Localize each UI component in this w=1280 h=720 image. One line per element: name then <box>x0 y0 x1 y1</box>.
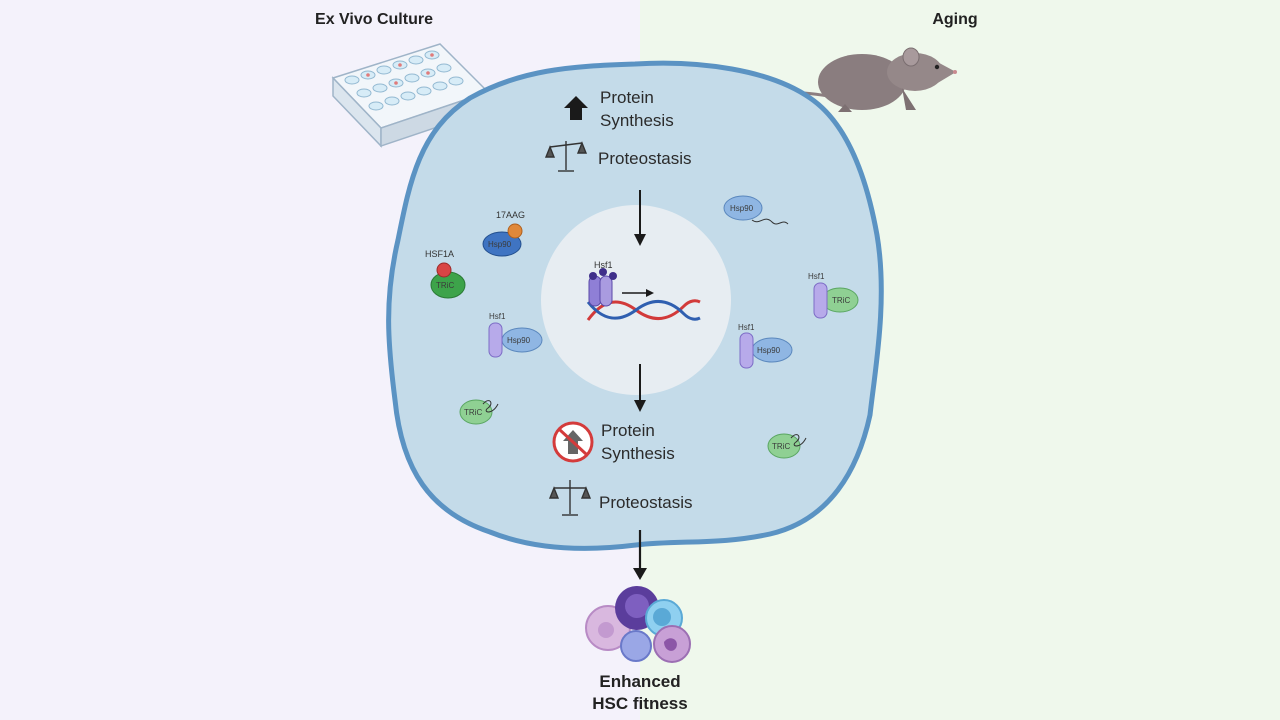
arrow-nucleus-to-bottom <box>634 364 646 412</box>
hsp90-17aag-complex: 17AAG Hsp90 <box>482 210 525 257</box>
nucleus <box>541 205 731 395</box>
tric-label-left-2: TRiC <box>464 408 482 417</box>
hsf1-hsp90-right: Hsf1 Hsp90 <box>738 323 793 369</box>
proteostasis-bottom-group: Proteostasis <box>548 480 693 516</box>
header-ex-vivo-culture: Ex Vivo Culture <box>315 11 433 28</box>
mouse-icon <box>720 47 957 114</box>
outcome-line2: HSC fitness <box>592 694 687 713</box>
label-17aag: 17AAG <box>496 210 525 220</box>
hsc-cluster-icon <box>585 586 691 663</box>
hsf1-hsp90-left: Hsf1 Hsp90 <box>488 312 543 358</box>
synthesis-label-top: Synthesis <box>600 111 674 130</box>
tric-hsf1a-complex: HSF1A TRiC <box>425 249 466 299</box>
protein-synthesis-blocked-group: Protein Synthesis <box>552 421 675 463</box>
proteostasis-top-group: Proteostasis <box>544 141 692 172</box>
up-arrow-icon <box>564 96 588 120</box>
tric-unfolded-left: TRiC <box>459 399 499 425</box>
protein-label-bottom: Protein <box>601 421 655 440</box>
arrow-cell-to-outcome <box>633 530 647 580</box>
no-protein-synthesis-icon <box>552 421 594 463</box>
outcome-line1: Enhanced <box>599 672 680 691</box>
hsf1-nucleus-label: Hsf1 <box>594 260 613 270</box>
hsf1-label-right-2: Hsf1 <box>738 323 755 332</box>
hsp90-label-left-2: Hsp90 <box>507 336 531 345</box>
arrow-top-to-nucleus <box>634 190 646 246</box>
hsp90-label-left: Hsp90 <box>488 240 512 249</box>
synthesis-label-bottom: Synthesis <box>601 444 675 463</box>
balance-scale-icon-bottom <box>548 480 592 516</box>
label-hsf1a: HSF1A <box>425 249 454 259</box>
hsf1-dna-complex: Hsf1 <box>586 260 701 321</box>
hsf1-tric-right: Hsf1 TRiC <box>808 272 859 319</box>
hsf1-label-right: Hsf1 <box>808 272 825 281</box>
tric-label-left: TRiC <box>436 281 454 290</box>
hsf1-label-left: Hsf1 <box>489 312 506 321</box>
tric-label-right-2: TRiC <box>772 442 790 451</box>
proteostasis-label-top: Proteostasis <box>598 149 692 168</box>
tric-unfolded-right: TRiC <box>767 433 807 459</box>
hsp90-label-right-2: Hsp90 <box>757 346 781 355</box>
protein-label-top: Protein <box>600 88 654 107</box>
balance-scale-icon <box>544 141 588 172</box>
hsp90-label-right: Hsp90 <box>730 204 754 213</box>
protein-synthesis-up-group: Protein Synthesis <box>564 88 674 130</box>
proteostasis-label-bottom: Proteostasis <box>599 493 693 512</box>
hsp90-unfolded-right: Hsp90 <box>723 195 789 225</box>
header-aging: Aging <box>932 11 977 28</box>
dna-strand-blue <box>586 300 701 321</box>
tric-label-right: TRiC <box>832 296 850 305</box>
culture-plate-icon <box>331 43 490 148</box>
